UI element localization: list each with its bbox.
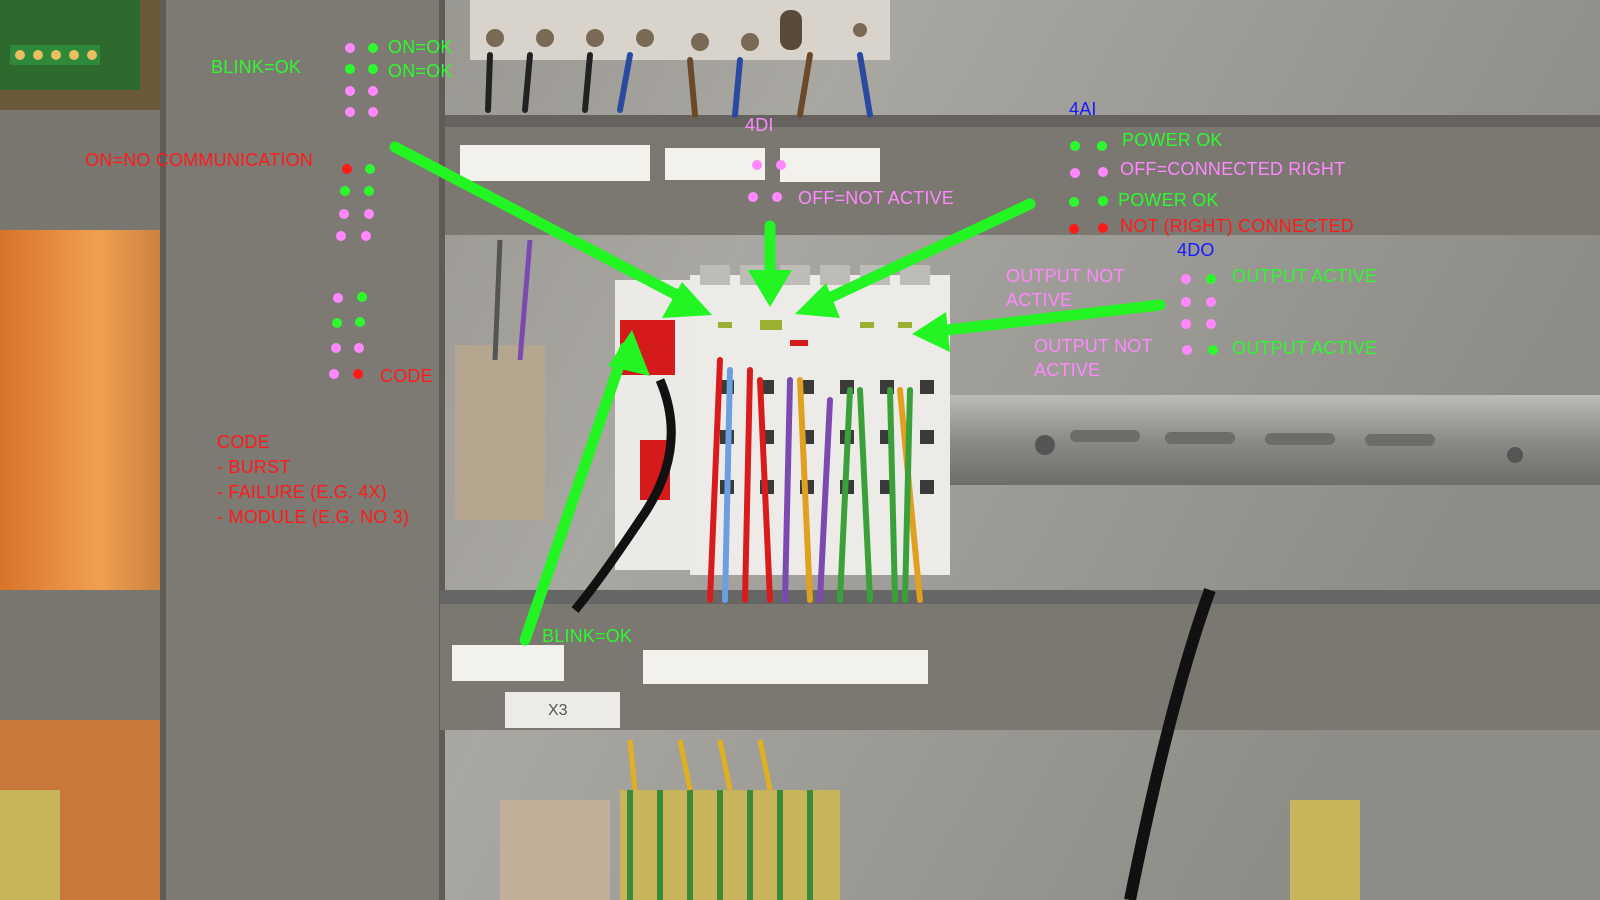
code-item-module: - MODULE (E.G. NO 3) <box>217 507 410 527</box>
no-communication-label: ON=NO COMMUNICATION <box>85 150 313 170</box>
annotation-arrows <box>389 141 1166 646</box>
code-item-failure: - FAILURE (E.G. 4X) <box>217 482 387 502</box>
bottom-blink-ok-label: BLINK=OK <box>542 626 633 646</box>
ai-led-dots <box>1069 141 1108 234</box>
do-output-active-label-2: OUTPUT ACTIVE <box>1232 338 1378 358</box>
do-output-not-active-label-2: OUTPUT NOT ACTIVE <box>1034 336 1153 380</box>
ai-off-connected-right-label: OFF=CONNECTED RIGHT <box>1120 159 1346 179</box>
code-title-label: CODE <box>217 432 270 452</box>
x3-tag <box>505 692 620 728</box>
coupler-blink-ok-label: BLINK=OK <box>211 57 302 77</box>
code-item-burst: - BURST <box>217 457 291 477</box>
ai-module-title: 4AI <box>1069 99 1097 119</box>
coupler-on-ok-label-1: ON=OK <box>388 37 453 57</box>
din-rail <box>930 395 1600 485</box>
code-short-label: CODE <box>380 366 433 386</box>
terminal-block <box>455 345 545 520</box>
di-led-dots <box>748 160 786 202</box>
left-cable-duct <box>160 0 445 900</box>
terminal-x3-label: X3 <box>548 702 568 719</box>
do-led-dots <box>1181 274 1218 355</box>
ai-power-ok-label-2: POWER OK <box>1118 190 1219 210</box>
do-output-active-label-1: OUTPUT ACTIVE <box>1232 266 1378 286</box>
bottom-green-yellow-terminals <box>620 790 840 900</box>
do-output-not-active-label-1: OUTPUT NOT ACTIVE <box>1006 266 1125 310</box>
warm-light-area <box>0 230 165 590</box>
top-terminals <box>470 0 890 60</box>
do-module-title: 4DO <box>1177 240 1215 260</box>
di-module-title: 4DI <box>745 115 774 135</box>
ai-power-ok-label-1: POWER OK <box>1122 130 1223 150</box>
coupler-led-dots <box>329 43 378 379</box>
di-off-not-active-label: OFF=NOT ACTIVE <box>798 188 954 208</box>
bottom-cable-duct <box>440 590 1600 730</box>
ai-not-right-connected-label: NOT (RIGHT) CONNECTED <box>1120 216 1354 236</box>
coupler-on-ok-label-2: ON=OK <box>388 61 453 81</box>
